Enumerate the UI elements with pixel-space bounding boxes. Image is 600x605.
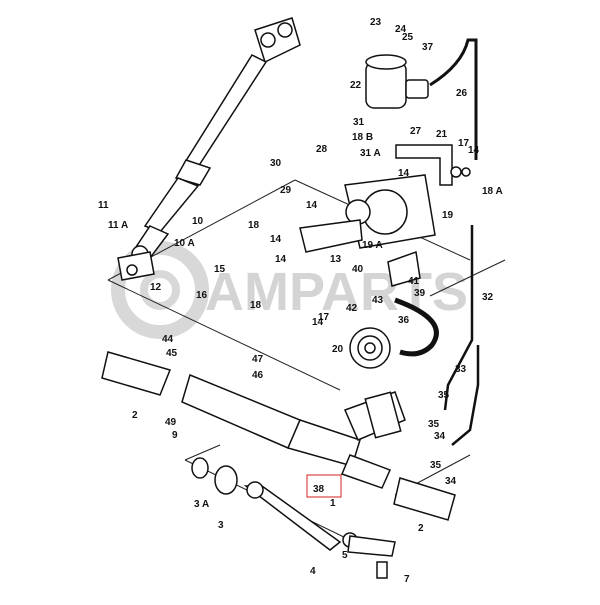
callout-18a: 18 A [482, 186, 503, 197]
callout-2a: 2 [132, 410, 138, 421]
callout-4: 4 [310, 566, 316, 577]
callout-15: 15 [214, 264, 226, 275]
watermark-text: AMPARTS [205, 262, 468, 322]
callout-18b: 18 B [352, 132, 373, 143]
callout-31: 31 [353, 117, 365, 128]
rack-assembly [101, 351, 456, 521]
callout-19: 19 [442, 210, 454, 221]
callout-26: 26 [456, 88, 468, 99]
callout-10: 10 [192, 216, 204, 227]
reservoir-group [365, 38, 478, 186]
callout-12: 12 [150, 282, 162, 293]
callout-36: 36 [398, 315, 410, 326]
callout-46: 46 [252, 370, 264, 381]
callout-19a: 19 A [362, 240, 383, 251]
callout-14f: 14 [312, 317, 324, 328]
callout-38-highlight [306, 474, 342, 498]
callout-10a: 10 A [174, 238, 195, 249]
callout-29: 29 [280, 185, 292, 196]
callout-17b: 17 [318, 312, 330, 323]
callout-40: 40 [352, 264, 364, 275]
callout-11: 11 [98, 200, 109, 211]
callout-14c: 14 [306, 200, 318, 211]
watermark-gear-icon [111, 241, 209, 339]
callout-28: 28 [316, 144, 328, 155]
callout-17a: 17 [458, 138, 470, 149]
callout-34b: 34 [445, 476, 457, 487]
callout-9: 9 [172, 430, 178, 441]
callout-34a: 34 [434, 431, 446, 442]
callout-14b: 14 [398, 168, 410, 179]
callout-45: 45 [166, 348, 178, 359]
callout-49: 49 [165, 417, 177, 428]
callout-30: 30 [270, 158, 282, 169]
pump-group [299, 174, 439, 369]
callout-43: 43 [372, 295, 384, 306]
callout-18c: 18 [248, 220, 260, 231]
callout-47: 47 [252, 354, 264, 365]
callout-31a: 31 A [360, 148, 381, 159]
callout-25: 25 [402, 32, 414, 43]
callout-32: 32 [482, 292, 494, 303]
callout-1: 1 [330, 498, 336, 509]
callout-5: 5 [342, 550, 348, 561]
callout-24: 24 [395, 24, 407, 35]
callout-3: 3 [218, 520, 224, 531]
callout-7: 7 [404, 574, 410, 585]
callout-41: 41 [408, 276, 420, 287]
tie-rod-group [191, 457, 396, 579]
callout-33: 33 [455, 364, 467, 375]
callout-35a: 35 [438, 390, 450, 401]
callout-37: 37 [422, 42, 434, 53]
callout-39: 39 [414, 288, 426, 299]
pressure-lines [443, 225, 480, 446]
callout-21: 21 [436, 129, 448, 140]
callout-20: 20 [332, 344, 344, 355]
callout-35b: 35 [428, 419, 440, 430]
callout-14e: 14 [275, 254, 287, 265]
callout-2b: 2 [418, 523, 424, 534]
callout-14a: 14 [468, 145, 480, 156]
callout-44: 44 [162, 334, 174, 345]
callout-23: 23 [370, 17, 382, 28]
callout-13: 13 [330, 254, 342, 265]
callout-42: 42 [346, 303, 358, 314]
callout-14d: 14 [270, 234, 282, 245]
callout-3a: 3 A [194, 499, 209, 510]
steering-column [117, 17, 301, 281]
callout-16: 16 [196, 290, 208, 301]
callout-38: 38 [313, 484, 325, 495]
callout-35c: 35 [430, 460, 442, 471]
callout-22: 22 [350, 80, 362, 91]
callout-18d: 18 [250, 300, 262, 311]
callout-27: 27 [410, 126, 422, 137]
callout-11a: 11 A [108, 220, 128, 231]
